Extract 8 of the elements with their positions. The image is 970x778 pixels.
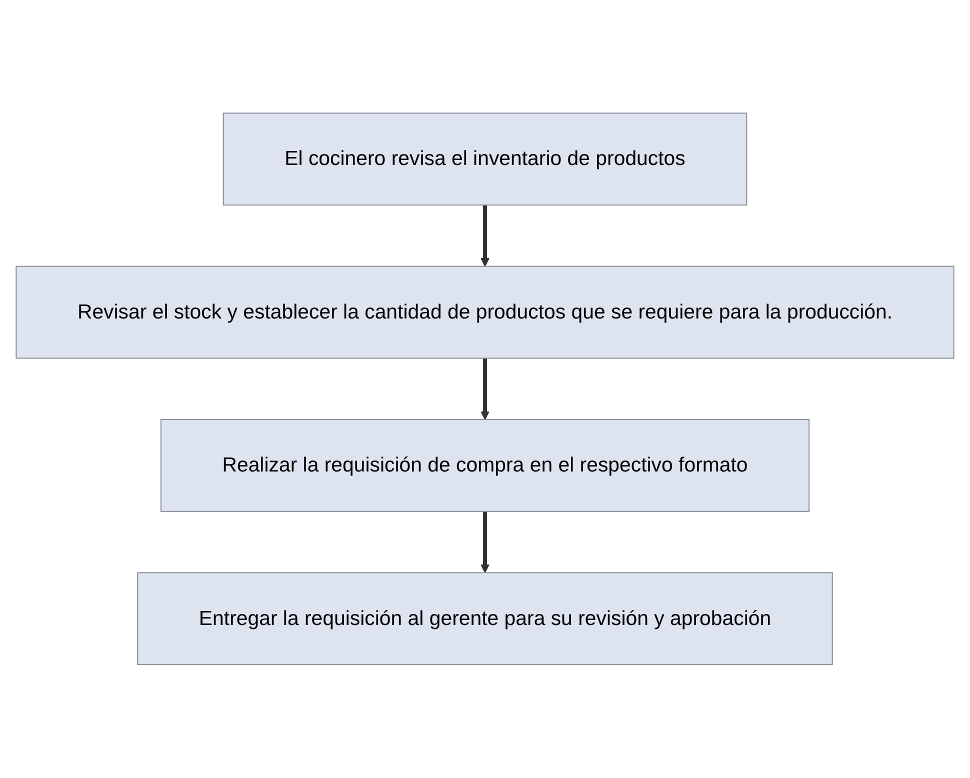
node-box — [160, 419, 810, 512]
arrow — [480, 358, 490, 420]
node-box — [137, 572, 833, 666]
arrow — [480, 512, 490, 574]
arrow — [480, 205, 490, 267]
node-box — [222, 112, 748, 206]
node-box — [16, 266, 954, 359]
flowchart: El cocinero revisa el inventario de productos Revisar el stock y establecer la cantidad de productos que se requiere para la producción. Realizar la requisición de compra en el respectivo formato Entregar la requisición al gerente para su revisión y aprobación — [8, 105, 962, 673]
